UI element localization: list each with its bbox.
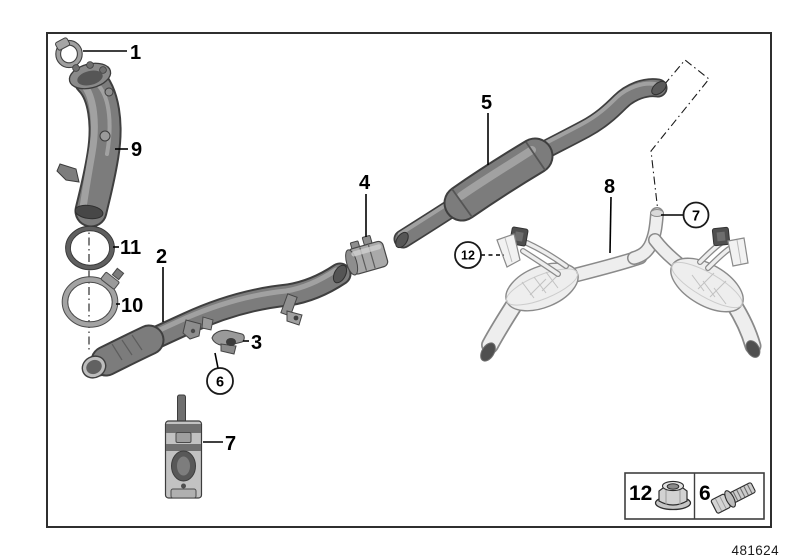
left-hanger-assembly [496, 226, 569, 277]
callout-2: 2 [156, 246, 167, 268]
legend-bolt-number: 6 [699, 482, 711, 505]
callouts: 1 9 11 10 2 3 4 5 8 7 6 7 12 [120, 42, 710, 455]
clamp-bolt-housing [100, 272, 120, 290]
right-hanger-bracket [727, 237, 749, 267]
hex-flange-nut-icon [654, 480, 692, 511]
right-hanger-assembly [697, 226, 749, 271]
callout-1: 1 [130, 42, 141, 64]
legend-nut-number: 12 [629, 482, 652, 505]
rear-muffler-part-8 [480, 207, 762, 362]
downpipe-outlet [74, 204, 104, 220]
callout-9: 9 [131, 139, 142, 161]
callout-11: 11 [120, 237, 141, 259]
callout-10: 10 [121, 295, 143, 317]
clamp-screw-housing [55, 37, 71, 51]
hex-bolt-icon [710, 482, 756, 514]
callout-7: 7 [692, 209, 700, 225]
callout-6: 6 [216, 375, 224, 391]
downpipe-part-9 [56, 61, 122, 228]
callout-circle-12: 12 [454, 241, 482, 269]
axis-centerpipe-to-muffler [650, 59, 710, 213]
center-pipe-front-end [395, 231, 409, 249]
callout-7-damper: 7 [225, 433, 236, 455]
callout-8: 8 [604, 176, 615, 198]
callout-circle-6: 6 [206, 367, 234, 395]
pipe-sleeve-part-4 [345, 235, 389, 276]
callout-4: 4 [359, 172, 371, 194]
mount-bracket-part-3 [211, 329, 245, 355]
pipe-flange-band [280, 293, 298, 317]
sensor-bung [99, 130, 111, 142]
fastener-legend: 12 6 [624, 472, 765, 520]
leader-lines [83, 50, 683, 443]
left-tailpipe-opening [480, 342, 496, 362]
callout-5: 5 [481, 92, 492, 114]
front-pipe-part-2 [81, 262, 352, 379]
center-pipe-part-5 [393, 78, 668, 249]
downpipe-bracket [56, 163, 80, 183]
pipe-bracket-tab [201, 316, 214, 331]
clamp-bolt-head [111, 267, 125, 281]
sensor-bung [104, 87, 114, 97]
diagram-border [46, 32, 772, 528]
gasket-ring-part-11 [65, 225, 115, 271]
callout-circle-7: 7 [682, 201, 710, 229]
hose-clamp-part-1 [55, 37, 83, 69]
damper-pin [177, 394, 186, 424]
diagram-number: 481624 [732, 543, 780, 558]
assembly-axis-lines [88, 59, 710, 352]
callout-3: 3 [251, 332, 262, 354]
pipe-clamp-part-10 [61, 267, 125, 328]
vibration-damper-part-7 [164, 394, 203, 499]
callout-12: 12 [461, 249, 475, 263]
right-tailpipe-opening [745, 340, 761, 358]
center-pipe-rear-end [651, 80, 667, 96]
front-pipe-outlet [332, 264, 348, 284]
